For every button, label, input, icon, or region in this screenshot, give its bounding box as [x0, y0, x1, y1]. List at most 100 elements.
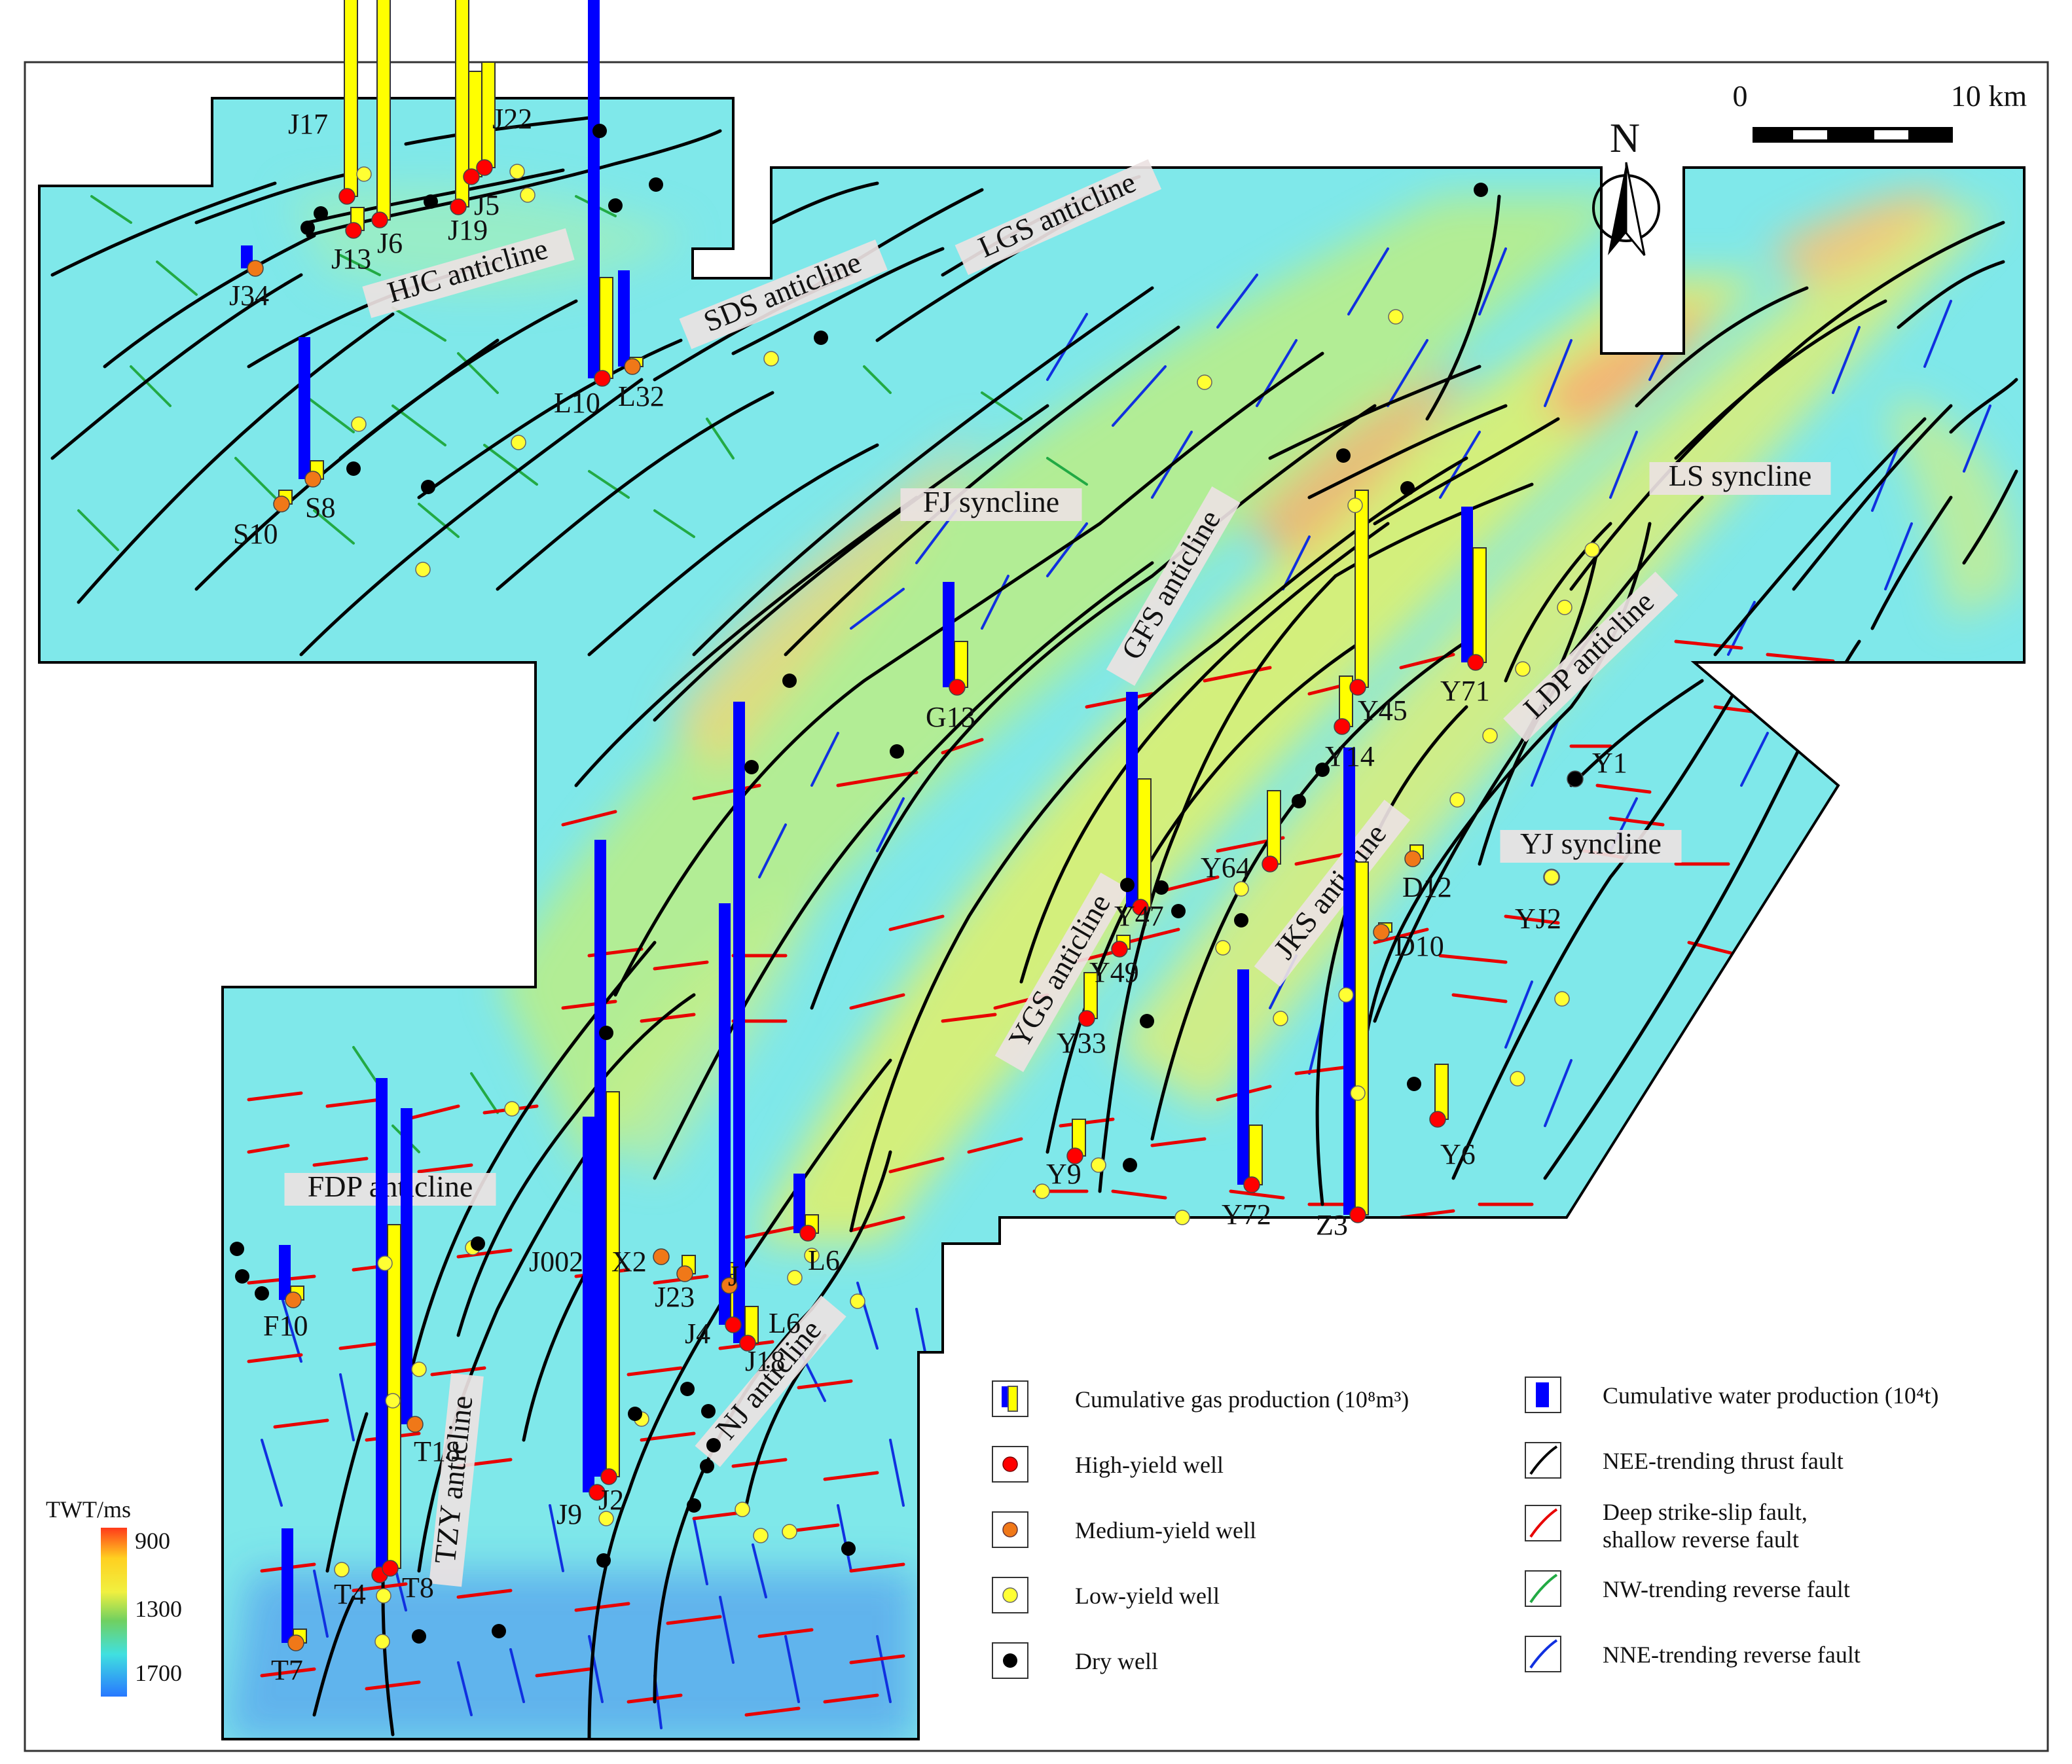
survey-outline	[38, 97, 2026, 1740]
well-label-f10: F10	[263, 1310, 308, 1342]
dry-well-30	[628, 1407, 642, 1421]
low-yield-well-37	[753, 1528, 769, 1543]
water-bar-j2	[594, 840, 606, 1477]
colorbar-tick-0: 900	[135, 1528, 170, 1554]
gas-bar-z3	[1354, 861, 1369, 1215]
structure-text-3: FJ syncline	[923, 485, 1059, 518]
well-marker-y14	[1334, 718, 1351, 735]
well-marker-j22	[476, 159, 493, 176]
gas-bar-j2	[606, 1091, 620, 1477]
production-bars	[241, 0, 1487, 1644]
well-marker-j23	[721, 1277, 738, 1294]
dry-well-21	[1292, 794, 1306, 808]
well-marker-j002	[653, 1248, 670, 1265]
dry-well-7	[421, 480, 435, 494]
well-marker-g13	[949, 679, 966, 696]
well-marker-y64	[1262, 855, 1279, 873]
well-label-y1: Y1	[1592, 747, 1627, 779]
well-label-j23: J23	[655, 1281, 695, 1313]
well-marker-s8	[304, 471, 321, 488]
low-yield-well-14	[1449, 792, 1465, 808]
dry-well-11	[890, 744, 904, 759]
dry-well-17	[1123, 1158, 1137, 1172]
gas-bar-j17	[344, 0, 358, 197]
legend-medium-label: Medium-yield well	[1075, 1517, 1256, 1543]
water-bar-f10	[279, 1245, 291, 1300]
well-label-l10: L10	[554, 387, 600, 419]
nee-thrust-faults	[50, 116, 2018, 1739]
low-yield-well-3	[351, 416, 367, 432]
well-markers	[230, 124, 1600, 1651]
well-label-s8: S8	[305, 492, 335, 524]
well-marker-d12	[1404, 850, 1421, 867]
structure-label-10: FDP anticline	[284, 1170, 496, 1206]
dry-well-19	[1400, 481, 1415, 495]
water-bar-y47	[1126, 692, 1138, 907]
well-marker-j9	[589, 1484, 606, 1501]
dry-well-8	[814, 331, 828, 345]
well-label-x2: X2	[611, 1246, 647, 1278]
dry-well-2	[424, 194, 438, 209]
water-bar-l10	[588, 0, 600, 378]
dry-well-32	[680, 1382, 695, 1396]
low-yield-well-41	[1338, 987, 1354, 1003]
water-bar-t8	[376, 1078, 388, 1568]
well-marker-x2	[676, 1265, 693, 1282]
gas-bar-y47	[1137, 778, 1152, 908]
low-yield-well-16	[1554, 991, 1570, 1007]
structure-label-5: LS syncline	[1649, 459, 1831, 495]
water-bar-s8	[299, 337, 310, 479]
dry-well-25	[230, 1242, 244, 1256]
water-bar-j9	[583, 1117, 594, 1492]
legend-dry: Dry well	[992, 1642, 1158, 1679]
well-marker-d10	[1373, 924, 1390, 941]
scale-start-label: 0	[1733, 79, 1748, 113]
well-label-d12: D12	[1402, 871, 1452, 903]
legend-high-yield: High-yield well	[992, 1446, 1224, 1483]
well-marker-t18	[407, 1416, 424, 1433]
low-yield-well-1	[509, 164, 525, 179]
well-marker-j13	[345, 222, 362, 239]
well-label-g13: G13	[926, 701, 975, 733]
well-label-y71: Y71	[1440, 675, 1490, 707]
low-yield-well-25	[504, 1101, 520, 1117]
low-yield-well-36	[374, 1634, 390, 1649]
north-label: N	[1610, 115, 1640, 161]
north-arrow: N	[1592, 115, 1660, 256]
high-yield-well-icon	[1002, 1456, 1018, 1472]
low-yield-well-4	[511, 435, 526, 450]
low-yield-well-icon	[1002, 1587, 1018, 1603]
well-label-yj2: YJ2	[1515, 903, 1561, 935]
legend-water-production: Cumulative water production (10⁴t)	[1525, 1377, 1938, 1413]
gas-bar-y45	[1354, 490, 1369, 688]
dry-well-26	[235, 1269, 249, 1284]
dry-well-22	[1407, 1077, 1421, 1091]
low-yield-well-19	[1350, 1085, 1366, 1101]
legend: Cumulative gas production (10⁸m³) High-y…	[957, 1360, 2028, 1720]
low-yield-well-17	[1510, 1071, 1525, 1087]
well-label-j4: J4	[685, 1318, 710, 1350]
colorbar-tick-2: 1700	[135, 1660, 182, 1686]
well-marker-y45	[1349, 679, 1366, 696]
well-marker-f10	[285, 1291, 302, 1308]
dry-well-3	[592, 124, 607, 138]
low-yield-well-38	[804, 1248, 820, 1263]
well-marker-j2	[600, 1468, 617, 1485]
dry-well-5	[649, 177, 663, 192]
low-yield-well-11	[1557, 600, 1572, 615]
low-yield-well-0	[356, 166, 372, 182]
well-marker-j18	[739, 1335, 756, 1352]
low-yield-well-5	[415, 562, 431, 577]
well-marker-y72	[1243, 1176, 1260, 1193]
colorbar-title: TWT/ms	[46, 1496, 131, 1522]
low-yield-well-35	[376, 1588, 391, 1604]
scale-end-label: 10 km	[1951, 79, 2027, 113]
water-bar-g13	[943, 582, 954, 687]
water-bar-l6	[793, 1174, 805, 1233]
dry-well-icon	[1003, 1653, 1017, 1668]
dry-well-18	[1336, 448, 1351, 463]
medium-yield-well-icon	[1002, 1522, 1018, 1538]
well-label-t4: T4	[334, 1578, 366, 1610]
colorbar-tick-1: 1300	[135, 1596, 182, 1622]
legend-gas-production: Cumulative gas production (10⁸m³)	[992, 1380, 1409, 1417]
